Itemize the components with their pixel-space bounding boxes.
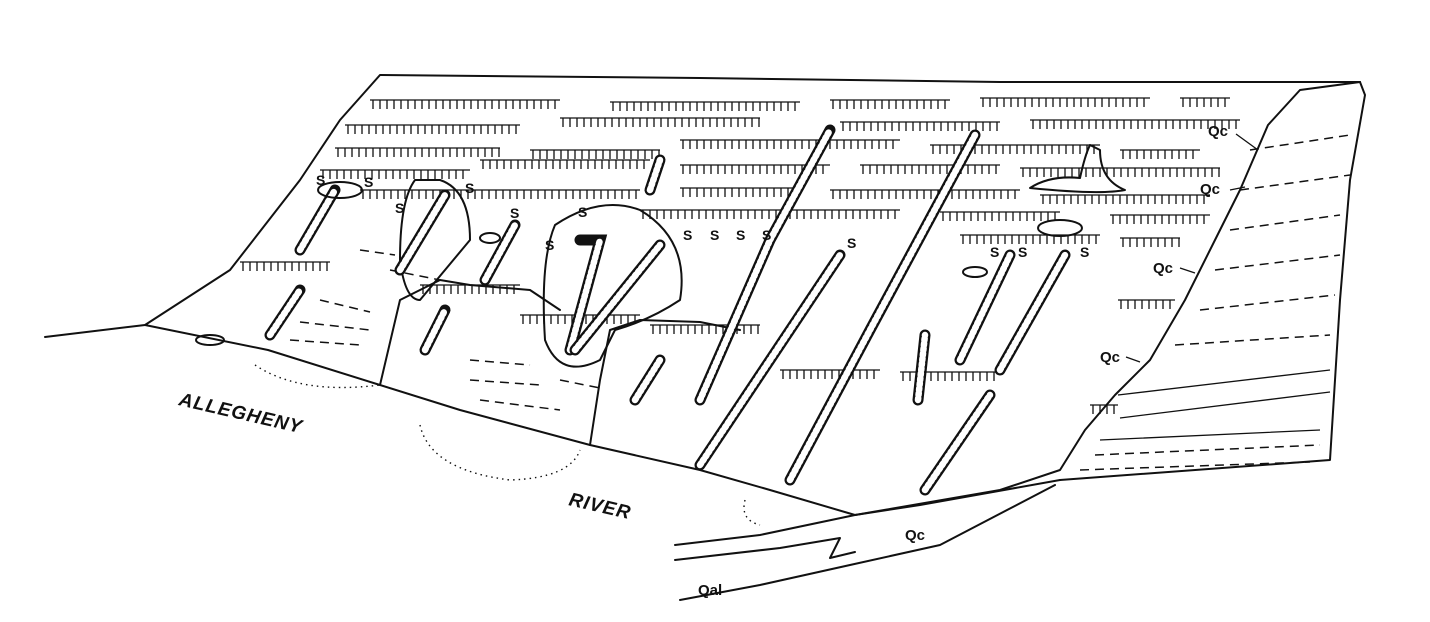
spring-label: S	[364, 174, 373, 190]
scarp-hachure-row	[1118, 299, 1175, 309]
scarp-hachure-row	[420, 284, 520, 294]
scarp-hachure-row	[640, 209, 900, 219]
scarp-hachure-row	[1030, 119, 1240, 129]
scarp-hachure-row	[860, 164, 1000, 174]
scarp-hachure-row	[370, 99, 560, 109]
alluvium-label: Qal	[698, 582, 722, 599]
scarp-hachure-row	[680, 187, 800, 197]
spring-label: S	[736, 227, 745, 243]
scarp-hachure-row	[930, 144, 1100, 154]
spring-label: S	[465, 180, 474, 196]
spring-label: S	[1018, 244, 1027, 260]
landform-outline	[44, 74, 1366, 601]
scarp-hachure-row	[780, 369, 880, 379]
spring-label: S	[578, 204, 587, 220]
scarp-hachure-row	[830, 189, 1020, 199]
scarp-hachure-row	[240, 261, 330, 271]
spring-label: S	[545, 237, 554, 253]
scarp-hachure-row	[1180, 97, 1230, 107]
scarp-hachure-row	[530, 149, 660, 159]
scarp-hachure-row	[1120, 237, 1180, 247]
colluvium-label: Qc	[1200, 181, 1220, 198]
scarp-hachures	[240, 97, 1240, 414]
scarp-hachure-row	[940, 211, 1060, 221]
scarp-hachure-row	[610, 101, 800, 111]
scarp-hachure-row	[680, 139, 900, 149]
spring-label: S	[990, 244, 999, 260]
spring-label: S	[847, 235, 856, 251]
gullies	[195, 124, 1126, 496]
scarp-hachure-row	[1040, 194, 1210, 204]
colluvium-label: Qc	[1100, 349, 1120, 366]
river-name-right: RIVER	[567, 489, 633, 524]
spring-label: S	[510, 205, 519, 221]
spring-labels: S S S S S S S S S S S S S S S	[316, 172, 1089, 260]
colluvium-label: Qc	[1153, 260, 1173, 277]
scarp-hachure-row	[650, 324, 760, 334]
scarp-hachure-row	[840, 121, 1000, 131]
scarp-hachure-row	[960, 234, 1100, 244]
scarp-hachure-row	[335, 147, 500, 157]
scarp-hachure-row	[480, 159, 650, 169]
scarp-hachure-row	[1110, 214, 1210, 224]
scarp-hachure-row	[345, 124, 520, 134]
spring-label: S	[395, 200, 404, 216]
scarp-hachure-row	[1090, 404, 1118, 414]
spring-label: S	[1080, 244, 1089, 260]
scarp-hachure-row	[1120, 149, 1200, 159]
colluvium-label: Qc	[905, 527, 925, 544]
colluvium-label: Qc	[1208, 123, 1228, 140]
spring-label: S	[710, 227, 719, 243]
spring-label: S	[683, 227, 692, 243]
scarp-hachure-row	[980, 97, 1150, 107]
scarp-hachure-row	[320, 169, 470, 179]
scarp-hachure-row	[1020, 167, 1220, 177]
spring-label: S	[762, 227, 771, 243]
river-name-left: ALLEGHENY	[176, 389, 306, 438]
scarp-hachure-row	[360, 189, 640, 199]
spring-label: S	[316, 172, 325, 188]
scarp-hachure-row	[830, 99, 950, 109]
scarp-hachure-row	[560, 117, 760, 127]
